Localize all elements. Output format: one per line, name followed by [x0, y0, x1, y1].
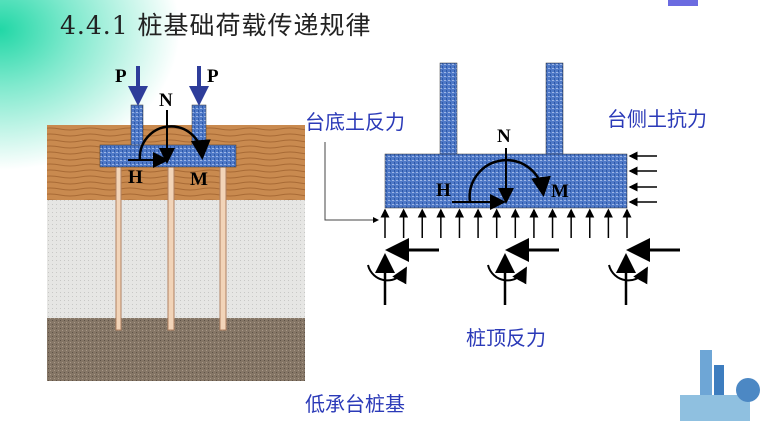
pile-top-reaction-label: 桩顶反力	[466, 326, 546, 350]
horizontal-label: H	[436, 180, 451, 201]
side-resistance-arrows	[628, 151, 657, 207]
sand-layer	[47, 200, 305, 318]
low-cap-pile-diagram: P P N H M	[47, 66, 305, 381]
column	[130, 104, 144, 148]
horizontal-label: H	[128, 167, 143, 188]
column	[191, 104, 207, 148]
pointer-line	[324, 142, 379, 223]
pile	[115, 166, 122, 331]
axial-label: N	[497, 126, 511, 147]
base-reaction-arrows	[380, 208, 632, 238]
caption: 低承台桩基	[305, 392, 405, 416]
column	[545, 62, 564, 156]
force-diagram: H M N	[324, 62, 680, 305]
moment-arrow-icon	[468, 158, 551, 203]
decor-bar	[668, 0, 698, 6]
moment-arrow-icon	[138, 125, 211, 161]
pile	[219, 166, 227, 331]
page-title: 4.4.1 桩基础荷载传递规律	[60, 11, 372, 40]
moment-label: M	[190, 169, 208, 190]
bearing-layer	[47, 318, 305, 381]
pile	[167, 166, 175, 331]
base-soil-reaction-label: 台底土反力	[305, 110, 405, 134]
side-soil-resistance-label: 台侧土抗力	[607, 107, 707, 131]
pile-moment-arrow-icon	[367, 264, 407, 285]
axial-label: N	[159, 90, 173, 111]
pile-moment-arrow-icon	[608, 264, 648, 285]
load-label: P	[207, 66, 219, 87]
pile-moment-arrow-icon	[487, 264, 527, 285]
building-image	[680, 350, 760, 421]
column	[439, 62, 458, 156]
pile-reaction-symbols	[367, 238, 680, 305]
load-label: P	[115, 66, 127, 87]
moment-label: M	[551, 181, 569, 202]
